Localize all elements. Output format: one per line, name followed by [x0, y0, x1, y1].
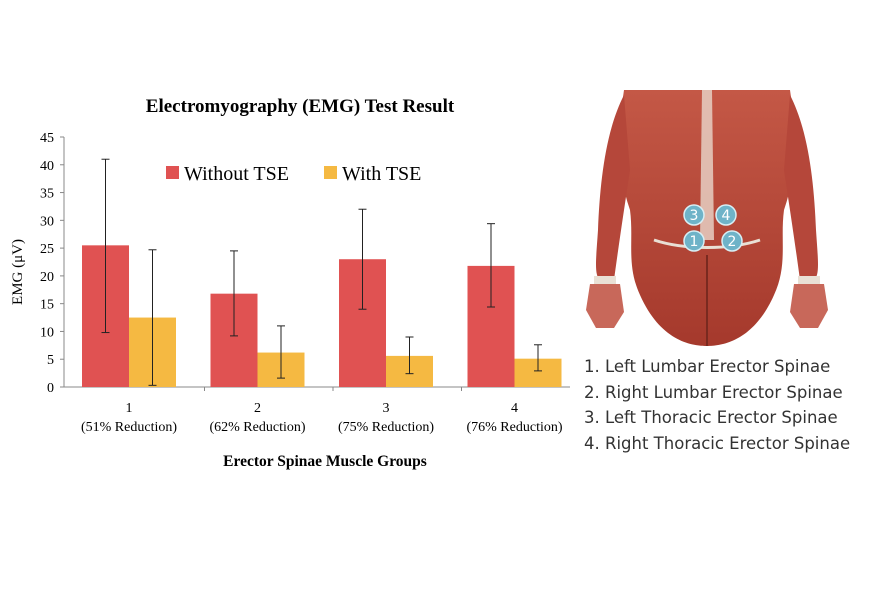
x-axis-label: Erector Spinae Muscle Groups: [223, 453, 427, 470]
electrode-marker-4: [715, 204, 737, 226]
x-tick-sublabel: (75% Reduction): [338, 420, 434, 435]
chart-bars: [82, 245, 562, 387]
x-tick-sublabel: (51% Reduction): [81, 420, 177, 435]
emg-bar-chart: Electromyography (EMG) Test Result 0 5 10 1…: [10, 96, 570, 470]
x-tick-label: 3: [383, 401, 390, 416]
waist-band: [653, 238, 761, 249]
y-tick-label: 25: [40, 242, 54, 257]
right-wrist-shape: [798, 276, 820, 284]
y-axis-label: EMG (μV): [10, 239, 26, 305]
y-tick-label: 20: [40, 270, 54, 285]
electrode-marker-1: [683, 230, 705, 252]
y-tick-label: 5: [47, 353, 54, 368]
electrode-marker-3: [683, 204, 705, 226]
legend-swatch-without-tse: [166, 166, 179, 179]
electrode-markers: 1 2 3 4: [683, 204, 743, 252]
legend-label-with-tse: With TSE: [342, 163, 421, 185]
y-tick-label: 35: [40, 187, 54, 202]
right-arm-shape: [784, 95, 818, 280]
muscle-legend-item-1: 1. Left Lumbar Erector Spinae: [584, 357, 831, 376]
electrode-marker-label: 3: [690, 208, 699, 224]
legend-label-without-tse: Without TSE: [184, 163, 289, 185]
back-muscle-illustration: 1 2 3 4: [586, 90, 828, 346]
legend-swatch-with-tse: [324, 166, 337, 179]
y-tick-label: 15: [40, 298, 54, 313]
y-tick-label: 40: [40, 159, 54, 174]
right-hand-shape: [790, 284, 828, 328]
electrode-marker-label: 1: [690, 234, 699, 250]
x-tick-sublabel: (62% Reduction): [209, 420, 305, 435]
y-tick-label: 30: [40, 214, 54, 229]
muscle-legend-item-4: 4. Right Thoracic Erector Spinae: [584, 433, 851, 453]
electrode-marker-label: 2: [728, 234, 737, 250]
left-wrist-shape: [594, 276, 616, 284]
muscle-legend-item-2: 2. Right Lumbar Erector Spinae: [584, 382, 843, 402]
chart-legend: Without TSE With TSE: [166, 163, 421, 185]
x-tick-label: 4: [511, 401, 518, 416]
chart-axes: 0 5 10 15 20 25 30 35 40 45 1 (51% Reduction) 2 (62% …: [40, 131, 570, 435]
chart-error-bars: [101, 158, 542, 386]
y-tick-label: 10: [40, 325, 54, 340]
y-tick-label: 0: [47, 381, 54, 396]
x-tick-sublabel: (76% Reduction): [466, 420, 562, 435]
electrode-marker-2: [721, 230, 743, 252]
muscle-legend-item-3: 3. Left Thoracic Erector Spinae: [584, 408, 838, 427]
chart-title: Electromyography (EMG) Test Result: [146, 96, 455, 117]
muscle-group-legend: 1. Left Lumbar Erector Spinae 2. Right Lu…: [584, 354, 850, 456]
y-tick-label: 45: [40, 131, 54, 146]
left-hand-shape: [586, 284, 624, 328]
left-arm-shape: [596, 95, 630, 280]
electrode-marker-label: 4: [722, 208, 731, 224]
x-tick-label: 1: [126, 401, 133, 416]
x-tick-label: 2: [254, 401, 261, 416]
spine-shape: [700, 90, 714, 240]
